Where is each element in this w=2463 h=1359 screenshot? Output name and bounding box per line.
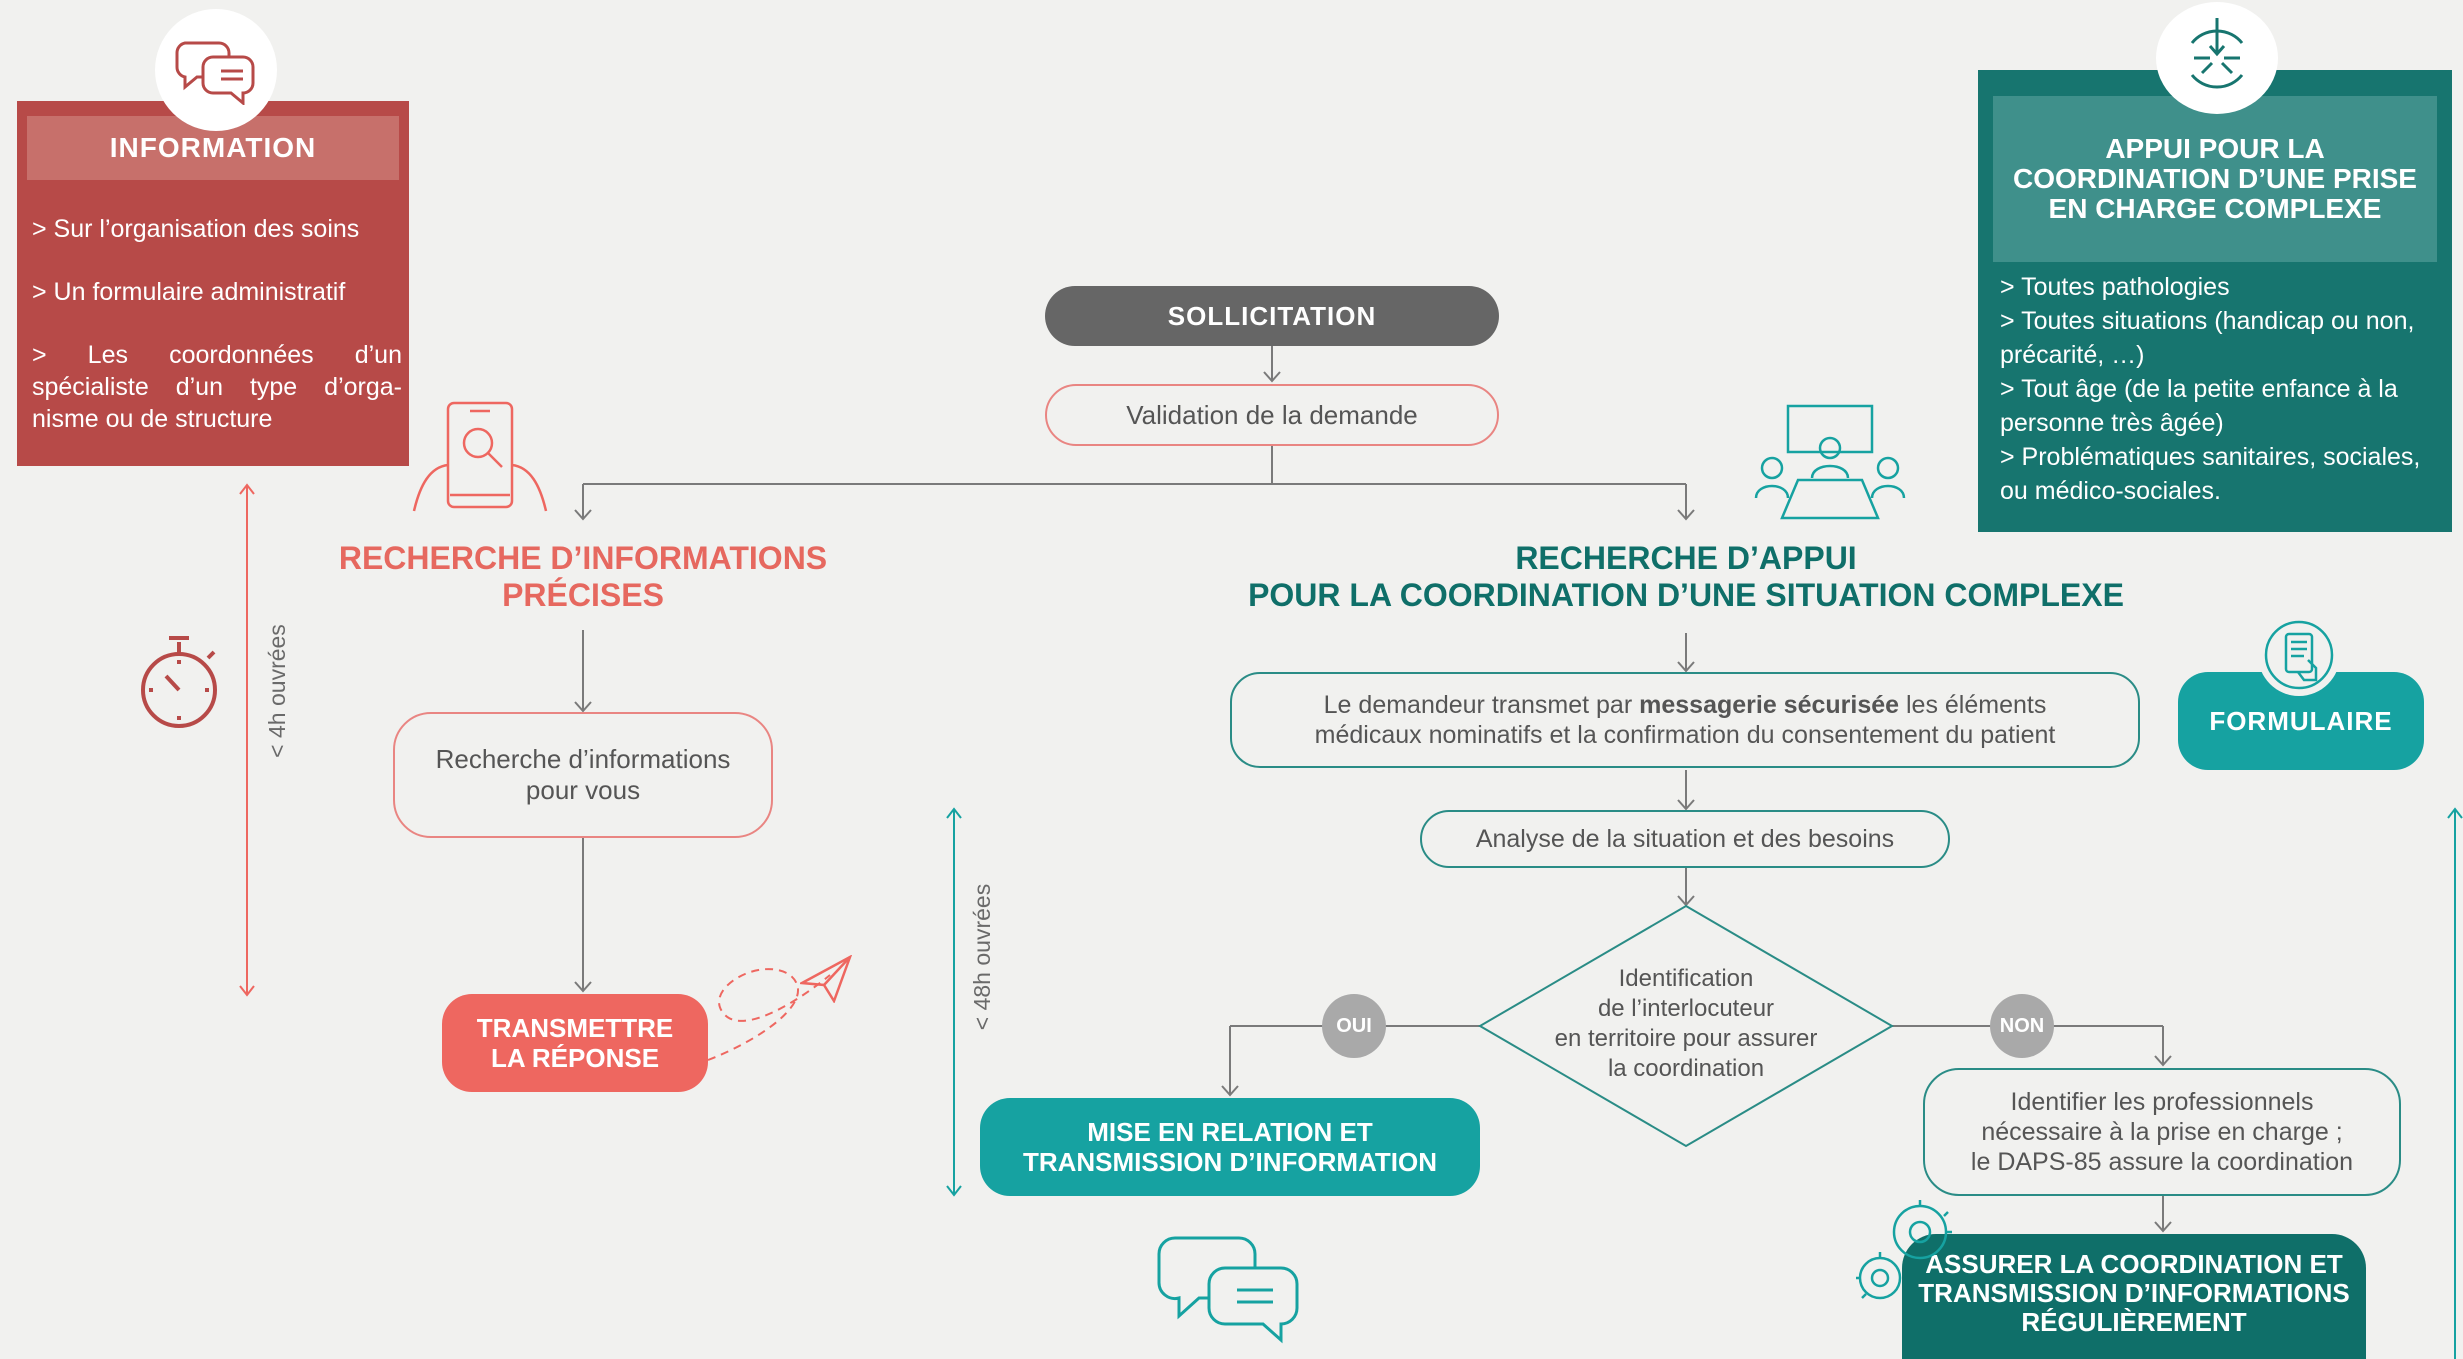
identifier-line: nécessaire à la prise en charge ; [1981,1118,2343,1146]
delay-left-arrow [239,483,255,997]
plane-trail [707,968,831,1061]
tablet-form-icon [2258,614,2340,696]
assurer-line: TRANSMISSION D’INFORMATIONS [1918,1278,2350,1308]
information-list: > Sur l’organisation des soins > Un form… [32,213,402,466]
identifier-box: Identifier les professionnels nécessaire… [1923,1068,2401,1196]
information-item: > Sur l’organisation des soins [32,215,360,243]
assurer-line: RÉGULIÈREMENT [2021,1307,2247,1337]
right-title-line: POUR LA COORDINATION D’UNE SITUATION COM… [1248,577,2124,613]
mise-line: TRANSMISSION D’INFORMATION [1022,1147,1438,1177]
left-title-line: RECHERCHE D’INFORMATIONS [338,540,828,576]
delay-mid-arrow [946,807,962,1197]
information-item: > Les coordonnées d’un spécialiste d’un … [32,341,402,433]
recherche-info-box: Recherche d’informations pour vous [393,712,773,838]
appui-item: > Problématiques sanitaires, sociales, o… [2000,443,2421,505]
demandeur-box: Le demandeur transmet par messagerie séc… [1230,672,2140,768]
delay-right-arrow [2447,807,2463,1359]
decision-diamond [1478,904,1894,1148]
delay-left-label: < 4h ouvrées [264,624,290,758]
sollicitation-pill: SOLLICITATION [1045,286,1499,346]
non-badge: NON [1990,994,2054,1058]
transmettre-line: LA RÉPONSE [490,1043,660,1073]
paper-plane-icon [797,954,853,1004]
identifier-line: le DAPS-85 assure la coordination [1970,1148,2354,1176]
arrows-converge-icon [2156,2,2278,114]
decision-line: en territoire pour assurer [1554,1025,1818,1052]
analyse-box: Analyse de la situation et des besoins [1420,810,1950,868]
transmettre-line: TRANSMETTRE [476,1013,674,1043]
right-branch-title: RECHERCHE D’APPUI POUR LA COORDINATION D… [1180,540,2192,614]
decision-text: Identification de l’interlocuteur en ter… [1520,964,1852,1084]
decision-line: de l’interlocuteur [1597,995,1775,1022]
left-title-line: PRÉCISES [502,577,664,613]
demandeur-text: Le demandeur transmet par [1323,691,1640,719]
appui-item: > Tout âge (de la petite enfance à la pe… [2000,375,2398,437]
decision-line: Identification [1618,965,1754,992]
appui-list: > Toutes pathologies > Toutes situations… [2000,270,2440,508]
speech-bubbles-icon [1155,1232,1305,1344]
left-branch-title: RECHERCHE D’INFORMATIONS PRÉCISES [280,540,886,614]
recherche-info-line: Recherche d’informations [435,744,731,774]
meeting-icon [1752,402,1908,522]
appui-card: APPUI POUR LA COORDINATION D’UNE PRISE E… [1978,70,2452,532]
mise-line: MISE EN RELATION ET [1087,1117,1373,1147]
recherche-info-line: pour vous [525,775,641,805]
stopwatch-icon [136,630,222,734]
decision-line: la coordination [1607,1055,1765,1082]
demandeur-bold: messagerie sécurisée [1639,691,1900,719]
appui-item: > Toutes pathologies [2000,273,2230,301]
demandeur-text: les éléments [1899,691,2047,719]
validation-box: Validation de la demande [1045,384,1499,446]
phone-search-icon [410,395,550,525]
speech-bubbles-icon [155,9,277,131]
demandeur-line: médicaux nominatifs et la confirmation d… [1314,721,2056,749]
appui-title: APPUI POUR LA COORDINATION D’UNE PRISE E… [1993,96,2437,262]
oui-badge: OUI [1322,994,1386,1058]
gear-icon [1852,1198,1962,1310]
demandeur-line: Le demandeur transmet par messagerie séc… [1324,690,2047,720]
appui-item: > Toutes situations (handicap ou non, pr… [2000,307,2415,369]
identifier-line: Identifier les professionnels [2010,1088,2314,1116]
delay-mid-label: < 48h ouvrées [969,883,995,1031]
information-item: > Un formulaire administratif [32,278,346,306]
information-card: INFORMATION > Sur l’organisation des soi… [17,101,409,466]
right-title-line: RECHERCHE D’APPUI [1515,540,1857,576]
assurer-line: ASSURER LA COORDINATION ET [1925,1249,2343,1279]
